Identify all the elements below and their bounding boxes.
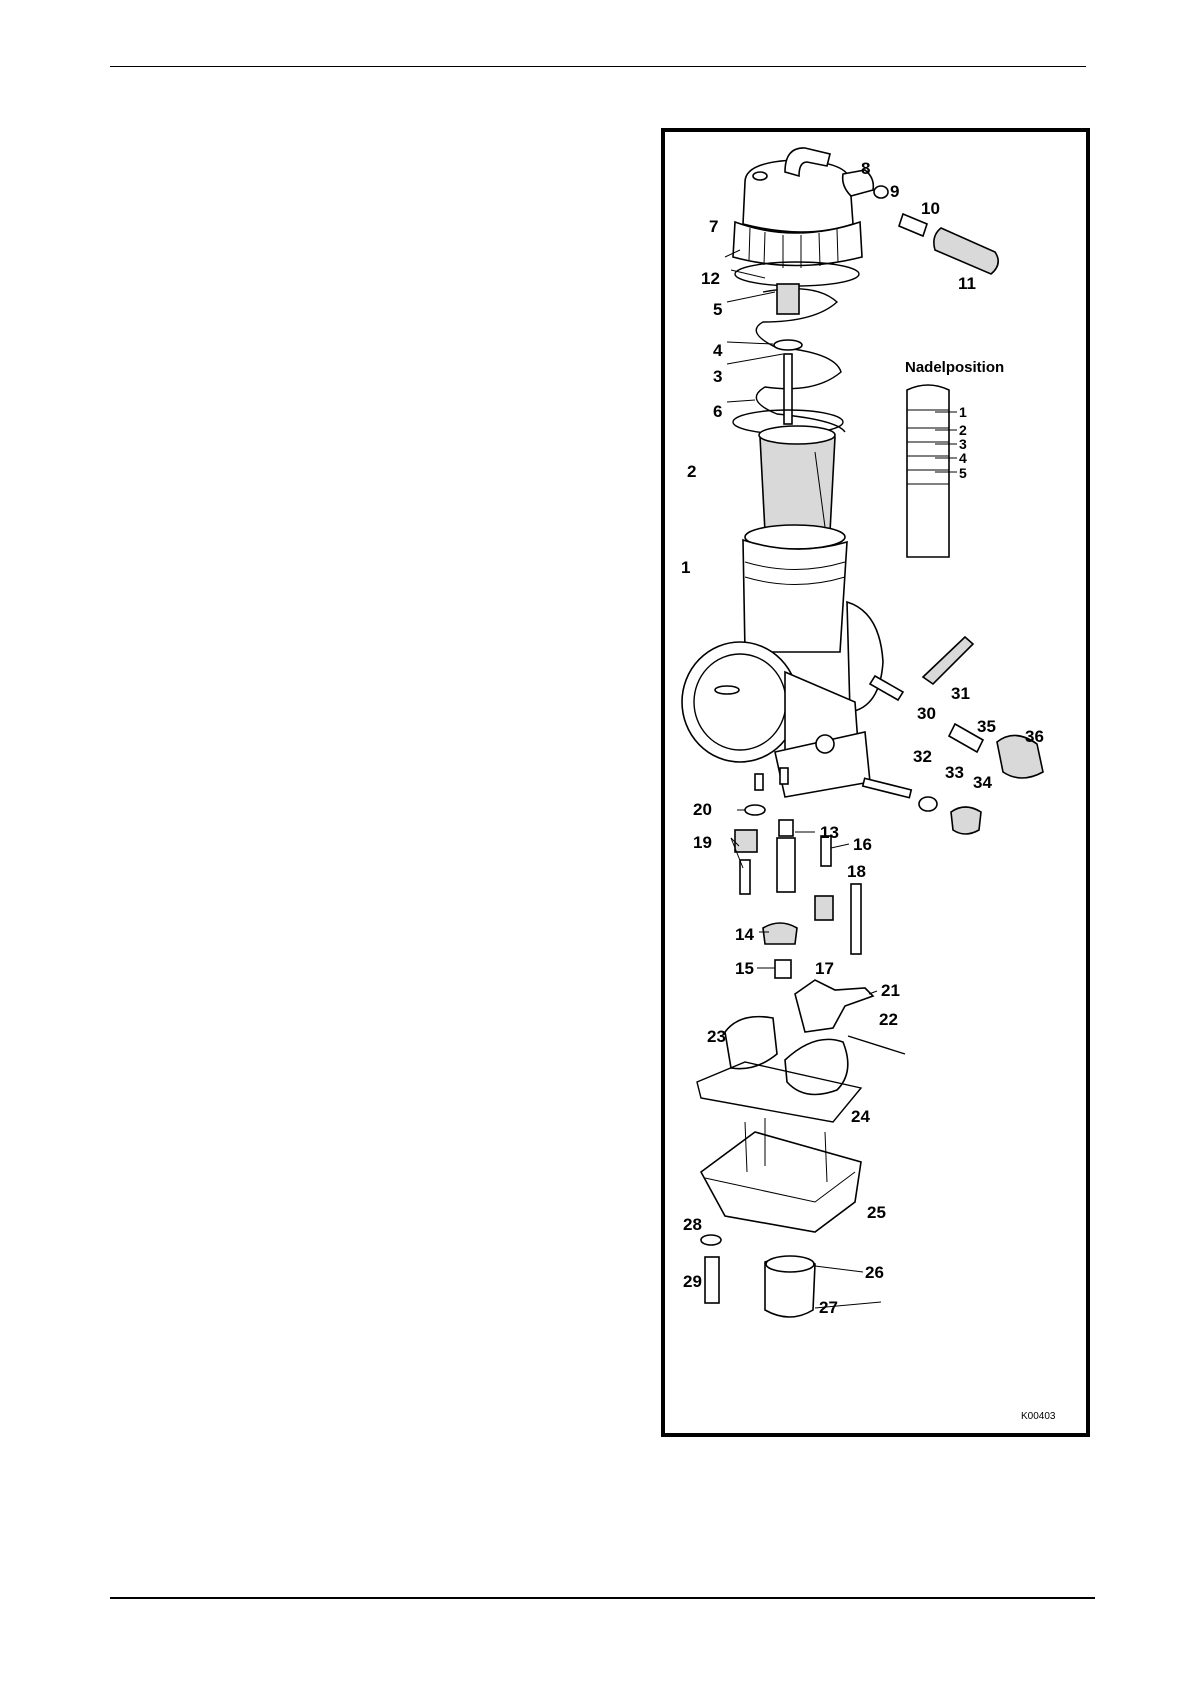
needle-position-detail bbox=[907, 385, 957, 557]
part-throttle-slide bbox=[759, 426, 835, 532]
needle-position-1: 1 bbox=[959, 404, 967, 420]
callout-25: 25 bbox=[867, 1203, 886, 1222]
callout-26: 26 bbox=[865, 1263, 884, 1282]
part-jet-set bbox=[735, 805, 861, 978]
callout-16: 16 bbox=[853, 835, 872, 854]
callout-21: 21 bbox=[881, 981, 900, 1000]
carburetor-exploded-view-figure: 1 2 3 4 5 6 7 8 9 10 11 12 13 14 15 16 1… bbox=[661, 128, 1090, 1437]
part-idle-screw-set bbox=[863, 637, 1043, 834]
callout-22: 22 bbox=[879, 1010, 898, 1029]
callout-30: 30 bbox=[917, 704, 936, 723]
callout-35: 35 bbox=[977, 717, 996, 736]
callout-7: 7 bbox=[709, 217, 718, 236]
callout-33: 33 bbox=[945, 763, 964, 782]
callout-3: 3 bbox=[713, 367, 722, 386]
callout-10: 10 bbox=[921, 199, 940, 218]
callout-2: 2 bbox=[687, 462, 696, 481]
footer-rule bbox=[110, 1597, 1095, 1599]
callout-29: 29 bbox=[683, 1272, 702, 1291]
callout-9: 9 bbox=[890, 182, 899, 201]
exploded-view-drawing: 1 2 3 4 5 6 7 8 9 10 11 12 13 14 15 16 1… bbox=[665, 132, 1086, 1433]
callout-5: 5 bbox=[713, 300, 722, 319]
part-drain-plug-set bbox=[701, 1235, 815, 1317]
needle-position-title: Nadelposition bbox=[905, 359, 1004, 376]
callout-6: 6 bbox=[713, 402, 722, 421]
needle-position-4: 4 bbox=[959, 450, 967, 466]
needle-position-5: 5 bbox=[959, 465, 967, 481]
part-needle-assembly bbox=[733, 284, 843, 434]
callout-17: 17 bbox=[815, 959, 834, 978]
callout-36: 36 bbox=[1025, 727, 1044, 746]
callout-18: 18 bbox=[847, 862, 866, 881]
callout-4: 4 bbox=[713, 341, 723, 360]
callout-11: 11 bbox=[958, 274, 976, 293]
callout-24: 24 bbox=[851, 1107, 870, 1126]
callout-1: 1 bbox=[681, 558, 690, 577]
callout-23: 23 bbox=[707, 1027, 726, 1046]
callout-19: 19 bbox=[693, 833, 712, 852]
callout-20: 20 bbox=[693, 800, 712, 819]
part-carburetor-body bbox=[682, 525, 883, 797]
callout-32: 32 bbox=[913, 747, 932, 766]
figure-code: K00403 bbox=[1021, 1411, 1056, 1422]
callout-34: 34 bbox=[973, 773, 992, 792]
callout-8: 8 bbox=[861, 159, 870, 178]
callout-13: 13 bbox=[820, 823, 839, 842]
part-cable-adjuster-set bbox=[843, 170, 999, 274]
header-rule bbox=[110, 66, 1086, 67]
callout-12: 12 bbox=[701, 269, 720, 288]
callout-27: 27 bbox=[819, 1298, 838, 1317]
callout-31: 31 bbox=[951, 684, 970, 703]
part-top-cap bbox=[733, 148, 862, 268]
callout-28: 28 bbox=[683, 1215, 702, 1234]
callout-14: 14 bbox=[735, 925, 754, 944]
callout-15: 15 bbox=[735, 959, 754, 978]
